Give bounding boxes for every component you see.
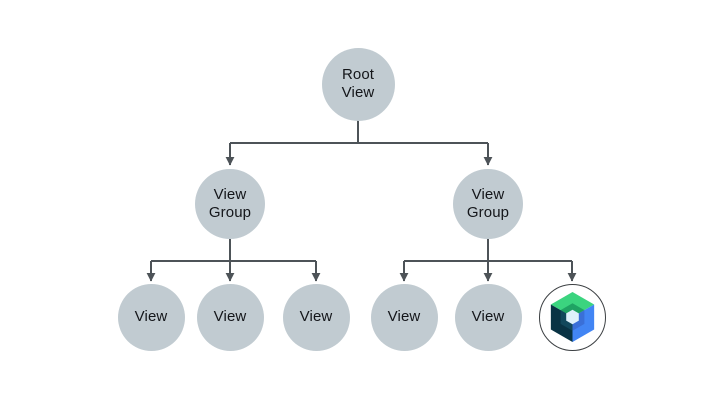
node-root-view-label: Root View	[341, 66, 375, 101]
node-view-1-label: View	[134, 308, 168, 325]
node-view-3-label: View	[299, 308, 333, 325]
jetpack-compose-logo-icon	[550, 292, 594, 342]
node-view-2-label: View	[213, 308, 247, 325]
connector-group-left-to-views	[151, 239, 316, 262]
node-view-5: View	[454, 283, 522, 351]
node-view-1: View	[117, 283, 185, 351]
node-view-4-label: View	[387, 308, 421, 325]
node-view-2: View	[196, 283, 264, 351]
node-view-5-label: View	[471, 308, 505, 325]
node-compose	[538, 283, 606, 351]
node-view-group-left: View Group	[195, 169, 265, 239]
node-view-group-right-label: View Group	[466, 186, 510, 221]
node-root-view: Root View	[321, 47, 395, 121]
node-view-4: View	[370, 283, 438, 351]
node-view-3: View	[282, 283, 350, 351]
node-view-group-right: View Group	[453, 169, 523, 239]
connector-root-to-groups	[230, 120, 488, 144]
node-view-group-left-label: View Group	[208, 186, 252, 221]
connector-group-right-to-views	[404, 239, 572, 262]
